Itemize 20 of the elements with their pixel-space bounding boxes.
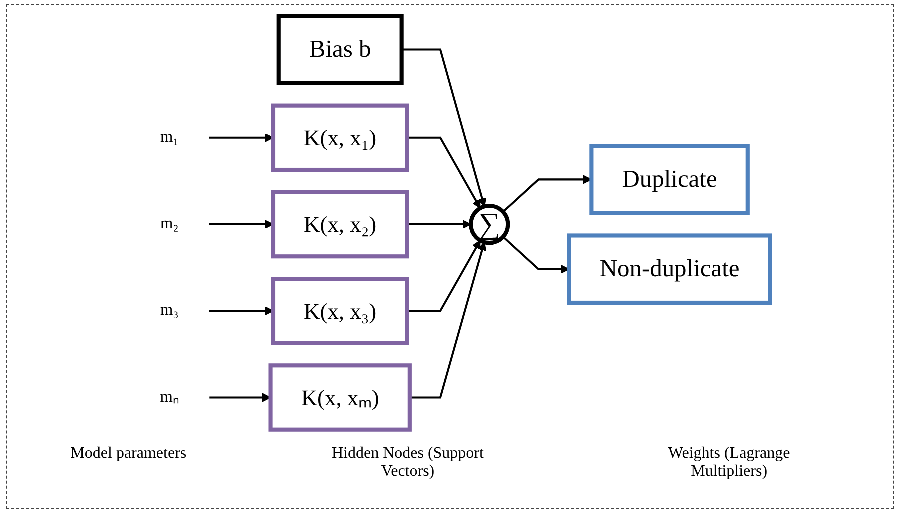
caption-text: Hidden Nodes (Support Vectors) <box>330 445 485 481</box>
arrow <box>407 240 481 312</box>
arrow <box>410 242 487 399</box>
node-box: Bias b <box>276 14 404 86</box>
arrow <box>407 220 472 229</box>
node-box: K(x, x₁) <box>271 104 410 172</box>
caption-text: Weights (Lagrange Multipliers) <box>667 445 792 481</box>
caption-text: Model parameters <box>70 445 187 464</box>
node-text: m₁ <box>160 128 179 146</box>
node-box: K(x, xₘ) <box>268 364 412 432</box>
node-box: K(x, x₃) <box>271 277 410 346</box>
arrow <box>407 136 481 209</box>
node-circle: ∑ <box>469 204 510 246</box>
node-text: m₃ <box>160 302 179 320</box>
node-box: K(x, x₂) <box>271 190 410 259</box>
node-text: mₙ <box>160 388 180 406</box>
node-box: Non-duplicate <box>567 234 772 306</box>
arrow <box>402 48 487 208</box>
node-box: Duplicate <box>590 144 750 216</box>
node-text: m₂ <box>160 215 179 233</box>
